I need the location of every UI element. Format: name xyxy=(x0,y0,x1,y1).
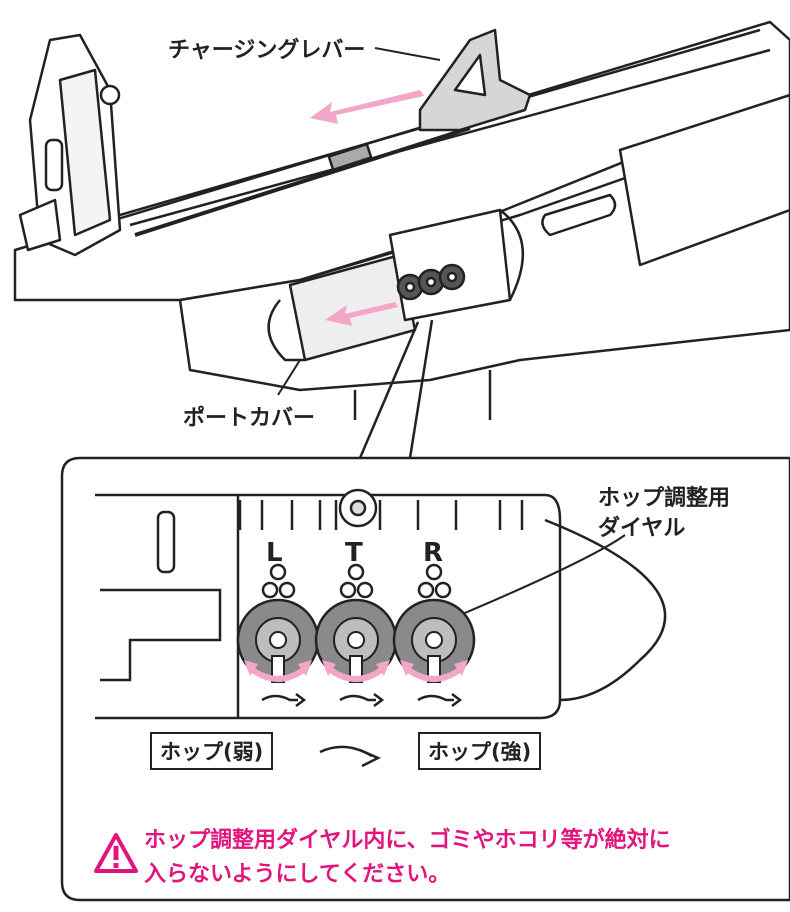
hop-strong-label: ホップ(強) xyxy=(418,732,542,770)
charging-lever-pull-arrow xyxy=(310,90,424,124)
hop-dial-label: ホップ調整用 ダイヤル xyxy=(598,484,730,544)
pull-direction-arrows xyxy=(310,90,424,326)
warning-line-1: ホップ調整用ダイヤル内に、ゴミやホコリ等が絶対に xyxy=(144,828,671,853)
dial-letter-R: R xyxy=(423,538,444,568)
dial-letter-L: L xyxy=(266,538,283,568)
rotation-arrowheads xyxy=(244,660,468,676)
rotation-arrow-L xyxy=(247,665,309,682)
rotation-arrow-T xyxy=(325,665,387,682)
rifle-upper-illustration xyxy=(13,20,790,420)
hop-dials xyxy=(236,598,476,683)
small-wave-arrows xyxy=(261,693,463,707)
hop-dial-L[interactable] xyxy=(236,598,320,683)
dial-letter-T: T xyxy=(345,538,363,568)
port-cover-open-arrow xyxy=(325,302,398,326)
hop-dial-label-line1: ホップ調整用 xyxy=(598,486,731,511)
warning-line-2: 入らないようにしてください。 xyxy=(144,862,451,887)
charging-lever-label: チャージングレバー xyxy=(168,38,366,63)
rotation-arrows xyxy=(247,665,465,682)
weak-to-strong-arrow xyxy=(319,745,381,768)
zoom-callout-lines xyxy=(358,319,434,459)
port-cover-label: ポートカバー xyxy=(183,406,316,431)
warning-triangle-icon xyxy=(94,833,138,873)
hop-dial-label-line2: ダイヤル xyxy=(598,516,686,541)
rotation-arrow-R xyxy=(403,665,465,682)
hop-weak-label: ホップ(弱) xyxy=(150,732,274,770)
warning-message: ホップ調整用ダイヤル内に、ゴミやホコリ等が絶対に 入らないようにしてください。 xyxy=(94,824,671,892)
hop-chamber-detail xyxy=(95,488,667,720)
